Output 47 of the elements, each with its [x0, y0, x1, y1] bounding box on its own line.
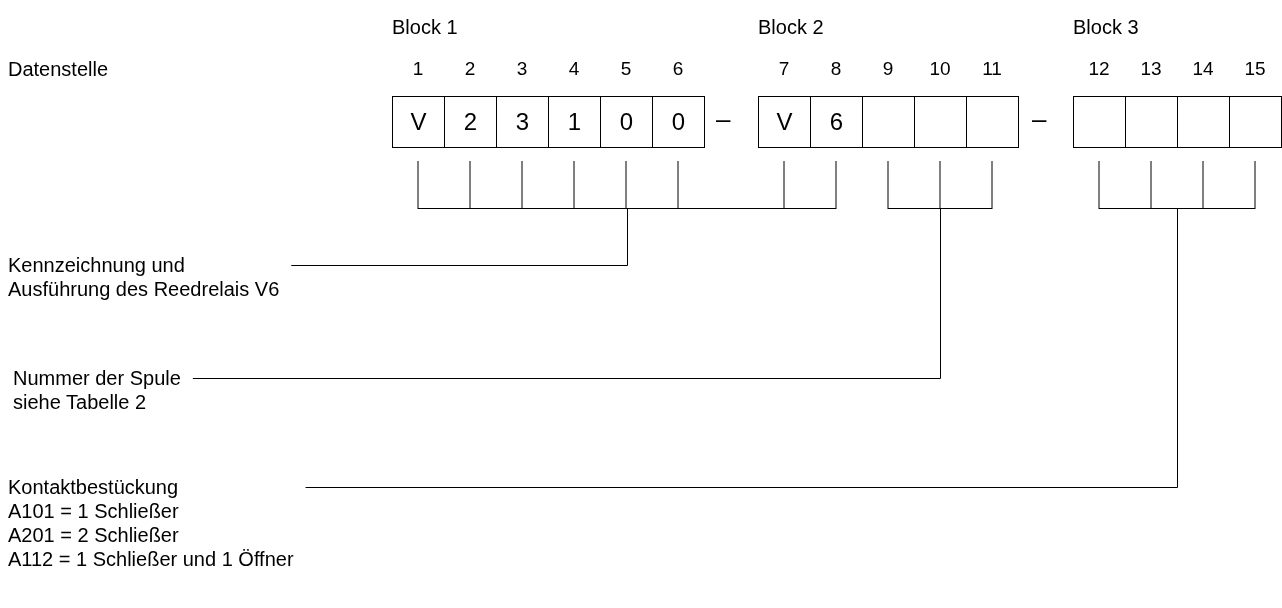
- position-number: 1: [412, 58, 424, 80]
- position-number: 3: [516, 58, 528, 80]
- block-heading: Block 1: [392, 16, 458, 39]
- position-number: 2: [464, 58, 476, 80]
- annotation-text: Nummer der Spule: [13, 366, 181, 390]
- code-field: 6: [810, 96, 863, 148]
- position-number: 12: [1088, 58, 1110, 80]
- position-number: 15: [1244, 58, 1266, 80]
- separator-dash: –: [716, 104, 731, 135]
- code-field: [1177, 96, 1230, 148]
- annotation-text: A201 = 2 Schließer: [8, 523, 179, 547]
- separator-dash: –: [1032, 104, 1047, 135]
- annotation-text: A101 = 1 Schließer: [8, 499, 179, 523]
- code-field: 3: [496, 96, 549, 148]
- annotation-text: Kontaktbestückung: [8, 475, 179, 499]
- code-field: 1: [548, 96, 601, 148]
- leader-line: [305, 208, 1178, 488]
- position-number: 11: [982, 58, 1002, 80]
- position-number: 9: [882, 58, 894, 80]
- code-field: V: [392, 96, 445, 148]
- code-field: 2: [444, 96, 497, 148]
- code-field: [1125, 96, 1178, 148]
- leader-line: [192, 208, 941, 379]
- code-field: V: [758, 96, 811, 148]
- code-field: 0: [600, 96, 653, 148]
- annotation-text: Kennzeichnung und: [8, 253, 185, 277]
- block-heading: Block 3: [1073, 16, 1139, 39]
- annotation-text: siehe Tabelle 2: [13, 390, 147, 414]
- annotation-text: A112 = 1 Schließer und 1 Öffner: [8, 547, 294, 571]
- row-label: Datenstelle: [8, 58, 109, 81]
- position-number: 10: [929, 58, 951, 80]
- position-number: 8: [830, 58, 842, 80]
- code-field: [1073, 96, 1126, 148]
- position-number: 14: [1192, 58, 1214, 80]
- position-number: 6: [672, 58, 684, 80]
- position-number: 5: [620, 58, 632, 80]
- annotation-text: Ausführung des Reedrelais V6: [8, 277, 280, 301]
- position-number: 4: [568, 58, 580, 80]
- code-field: [966, 96, 1019, 148]
- code-field: [862, 96, 915, 148]
- position-number: 13: [1140, 58, 1162, 80]
- code-field: [914, 96, 967, 148]
- leader-line: [290, 208, 628, 266]
- code-field: 0: [652, 96, 705, 148]
- position-number: 7: [778, 58, 790, 80]
- block-heading: Block 2: [758, 16, 824, 39]
- code-field: [1229, 96, 1282, 148]
